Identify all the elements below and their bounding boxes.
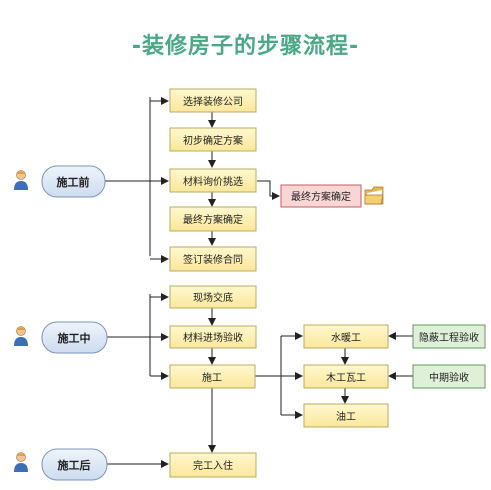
phase-label: 施工后: [58, 458, 91, 472]
folder-icon: [364, 186, 384, 205]
connectors-during: [107, 293, 413, 453]
trade-plumbing-electrical: 水暖工: [303, 324, 389, 349]
phase-after: 施工后: [41, 448, 108, 481]
inspection-concealed-works: 隐蔽工程验收: [412, 324, 486, 349]
step-label: 完工入住: [193, 459, 233, 472]
worker-icon: [14, 326, 28, 346]
worker-icon: [14, 452, 28, 472]
inspection-midterm: 中期验收: [412, 364, 486, 389]
inspection-label: 隐蔽工程验收: [419, 331, 479, 344]
step-material-inquiry: 材料询价挑选: [169, 168, 257, 193]
step-label: 材料进场验收: [183, 331, 243, 344]
step-label: 现场交底: [193, 291, 233, 304]
trade-painting: 油工: [303, 403, 389, 428]
step-final-plan: 最终方案确定: [169, 206, 257, 232]
step-choose-company: 选择装修公司: [169, 88, 257, 113]
step-label: 签订装修合同: [183, 253, 243, 266]
step-label: 初步确定方案: [183, 134, 243, 147]
step-construction: 施工: [169, 364, 256, 389]
connectors-before: [104, 97, 280, 263]
trade-label: 木工瓦工: [326, 372, 366, 384]
page-title: -装修房子的步骤流程-: [131, 34, 360, 59]
phase-during: 施工中: [41, 321, 108, 354]
step-material-acceptance: 材料进场验收: [169, 325, 257, 349]
step-sign-contract: 签订装修合同: [169, 246, 257, 272]
phase-label: 施工中: [58, 331, 91, 345]
step-label: 选择装修公司: [183, 95, 243, 108]
inspection-label: 中期验收: [429, 371, 469, 384]
callout-label: 最终方案确定: [291, 190, 351, 203]
phase-before: 施工前: [41, 165, 106, 198]
step-site-handover: 现场交底: [169, 285, 257, 309]
step-move-in: 完工入住: [169, 452, 257, 478]
trade-carpentry-tiling: 木工瓦工: [303, 364, 389, 389]
trade-label: 油工: [336, 410, 356, 423]
step-label: 材料询价挑选: [183, 175, 243, 188]
step-label: 施工: [202, 371, 222, 384]
worker-icon: [14, 170, 28, 190]
connector-arrow: [257, 180, 280, 200]
step-initial-plan: 初步确定方案: [169, 127, 257, 152]
phase-label: 施工前: [57, 175, 90, 189]
trade-label: 水暖工: [331, 331, 361, 344]
callout-final-plan-confirmed: 最终方案确定: [280, 184, 362, 208]
step-label: 最终方案确定: [183, 213, 243, 226]
